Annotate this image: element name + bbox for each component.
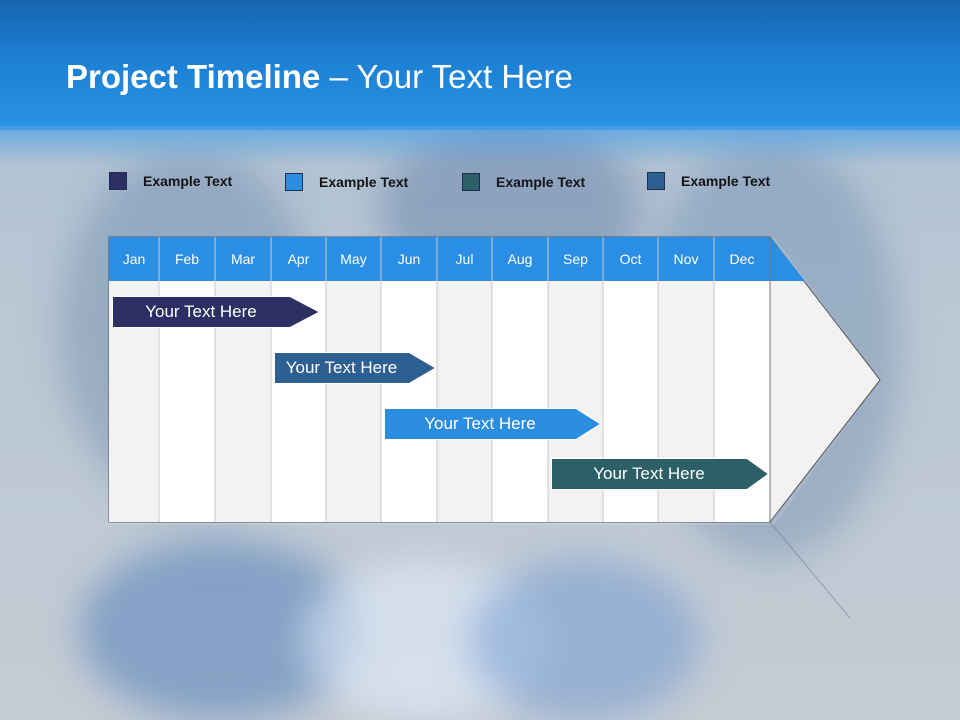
legend-item-2: Example Text [285,171,408,193]
task-bar-label: Your Text Here [285,358,398,377]
task-bar-shape [112,296,321,328]
legend-label: Example Text [681,173,771,189]
legend-swatch [285,173,303,191]
arrow-reflection-line [769,521,851,619]
month-column-aug [492,281,548,522]
month-label-jul: Jul [455,251,474,267]
month-label-dec: Dec [729,251,755,267]
task-bar-shape [274,352,437,384]
legend-swatch [647,172,665,190]
month-label-oct: Oct [619,251,642,267]
month-label-nov: Nov [673,251,699,267]
legend-item-4: Example Text [647,170,770,192]
task-bar-label: Your Text Here [145,302,257,321]
legend-label: Example Text [496,174,586,190]
legend-swatch [462,173,480,191]
legend-item-3: Example Text [462,171,585,193]
month-column-may [326,281,381,522]
legend-label: Example Text [319,174,409,190]
month-column-jun [381,281,437,522]
task-bar-label: Your Text Here [424,414,536,433]
month-header-band [109,237,805,281]
legend-item-1: Example Text [109,170,232,192]
task-bar-3[interactable]: Your Text Here [384,408,602,440]
task-bar-4[interactable]: Your Text Here [551,458,770,490]
month-label-may: May [340,251,367,267]
header-fade [0,126,960,166]
task-bar-1[interactable]: Your Text Here [112,296,321,328]
legend-swatch [109,172,127,190]
month-label-apr: Apr [287,251,310,267]
month-label-sep: Sep [563,251,588,267]
month-label-jan: Jan [122,251,146,267]
header-banner [0,0,960,130]
month-label-mar: Mar [230,251,256,267]
title-bold: Project Timeline [66,58,321,95]
month-column-jul [437,281,492,522]
legend-label: Example Text [143,173,233,189]
slide-title: Project Timeline – Your Text Here [66,58,573,96]
task-bar-shape [384,408,602,440]
task-bar-shape [551,458,770,490]
month-label-aug: Aug [507,251,533,267]
title-rest: – Your Text Here [320,58,573,95]
month-label-feb: Feb [174,251,200,267]
task-bar-2[interactable]: Your Text Here [274,352,437,384]
month-label-jun: Jun [397,251,421,267]
task-bar-label: Your Text Here [593,464,705,483]
